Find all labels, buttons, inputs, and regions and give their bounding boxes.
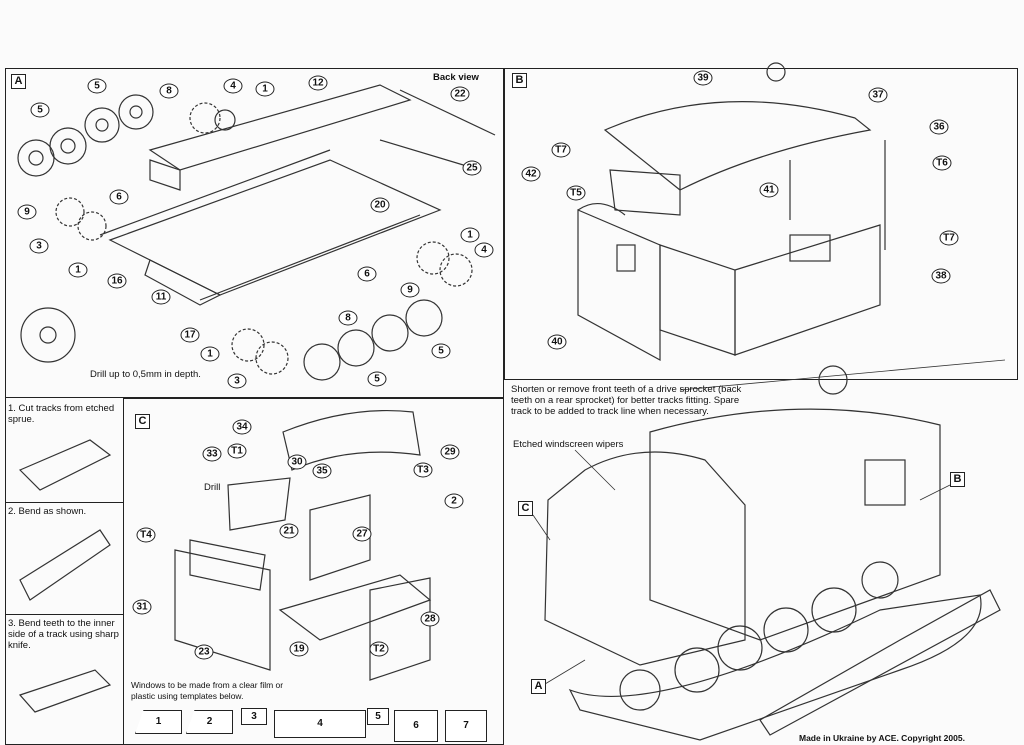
part-callout: 5 xyxy=(87,78,107,94)
part-callout: 29 xyxy=(440,444,460,460)
wipers-label: Etched windscreen wipers xyxy=(513,439,624,450)
step-text: 2. Bend as shown. xyxy=(8,506,87,517)
part-callout: 39 xyxy=(693,70,713,86)
drill-label: Drill xyxy=(204,482,221,493)
part-callout: 42 xyxy=(521,166,541,182)
window-template-5: 5 xyxy=(367,708,389,725)
part-callout: 4 xyxy=(223,78,243,94)
assembled-vehicle xyxy=(544,365,1001,741)
part-callout: T2 xyxy=(369,641,389,657)
part-callout: 11 xyxy=(151,289,171,305)
part-callout: 12 xyxy=(308,75,328,91)
part-callout: T1 xyxy=(227,443,247,459)
part-callout: T3 xyxy=(413,462,433,478)
part-callout: 4 xyxy=(474,242,494,258)
back-view-label: Back view xyxy=(433,72,479,83)
part-callout: 3 xyxy=(29,238,49,254)
cabin-c xyxy=(174,410,432,681)
copyright-footer: Made in Ukraine by ACE. Copyright 2005. xyxy=(799,733,965,743)
part-callout: 19 xyxy=(289,641,309,657)
part-callout: 1 xyxy=(68,262,88,278)
window-template-1: 1 xyxy=(135,710,182,734)
assembly-label-c: C xyxy=(518,501,533,516)
part-callout: 33 xyxy=(202,446,222,462)
part-callout: 8 xyxy=(338,310,358,326)
window-template-2: 2 xyxy=(186,710,233,734)
track-sketches xyxy=(18,439,112,713)
part-callout: 31 xyxy=(132,599,152,615)
part-callout: 17 xyxy=(180,327,200,343)
step-text: 1. Cut tracks from etched sprue. xyxy=(8,403,115,425)
part-callout: 1 xyxy=(255,81,275,97)
part-callout: 9 xyxy=(400,282,420,298)
part-callout: 23 xyxy=(194,644,214,660)
part-callout: 27 xyxy=(352,526,372,542)
part-callout: 34 xyxy=(232,419,252,435)
part-callout: 40 xyxy=(547,334,567,350)
wheels-a xyxy=(17,94,473,381)
step-3: 3. Bend teeth to the inner side of a tra… xyxy=(5,614,123,745)
part-callout: 3 xyxy=(227,373,247,389)
step-1: 1. Cut tracks from etched sprue. xyxy=(5,400,123,500)
part-callout: T4 xyxy=(136,527,156,543)
panel-b-label: B xyxy=(512,73,527,88)
part-callout: 5 xyxy=(367,371,387,387)
part-callout: 20 xyxy=(370,197,390,213)
window-template-3: 3 xyxy=(241,708,267,725)
panel-c-label: C xyxy=(135,414,150,429)
window-template-7: 7 xyxy=(445,710,487,742)
drill-note: Drill up to 0,5mm in depth. xyxy=(90,369,201,380)
part-callout: 22 xyxy=(450,86,470,102)
part-callout: 25 xyxy=(462,160,482,176)
part-callout: 1 xyxy=(460,227,480,243)
part-callout: T7 xyxy=(551,142,571,158)
part-callout: 9 xyxy=(17,204,37,220)
panel-a-label: A xyxy=(11,74,26,89)
part-callout: 41 xyxy=(759,182,779,198)
part-callout: 2 xyxy=(444,493,464,509)
window-template-4: 4 xyxy=(274,710,366,738)
part-callout: T5 xyxy=(566,185,586,201)
panel-b xyxy=(504,68,1018,380)
window-template-6: 6 xyxy=(394,710,438,742)
part-callout: 30 xyxy=(287,454,307,470)
part-callout: 37 xyxy=(868,87,888,103)
part-callout: 6 xyxy=(357,266,377,282)
leader-lines xyxy=(532,359,1006,685)
step-2: 2. Bend as shown. xyxy=(5,502,123,614)
part-callout: T7 xyxy=(939,230,959,246)
step-text: 3. Bend teeth to the inner side of a tra… xyxy=(8,618,119,651)
part-callout: 6 xyxy=(109,189,129,205)
part-callout: 16 xyxy=(107,273,127,289)
part-callout: 8 xyxy=(159,83,179,99)
part-callout: 38 xyxy=(931,268,951,284)
part-callout: 35 xyxy=(312,463,332,479)
part-callout: 36 xyxy=(929,119,949,135)
hull-a xyxy=(99,84,496,306)
assembly-label-b: B xyxy=(950,472,965,487)
part-callout: 21 xyxy=(279,523,299,539)
part-callout: 5 xyxy=(30,102,50,118)
body-box-b xyxy=(577,62,886,362)
part-callout: 28 xyxy=(420,611,440,627)
part-callout: 5 xyxy=(431,343,451,359)
part-callout: 1 xyxy=(200,346,220,362)
panel-a xyxy=(5,68,504,398)
part-callout: T6 xyxy=(932,155,952,171)
assembly-label-a: A xyxy=(531,679,546,694)
sprocket-note: Shorten or remove front teeth of a drive… xyxy=(511,384,742,417)
windows-note: Windows to be made from a clear film or … xyxy=(131,680,284,701)
